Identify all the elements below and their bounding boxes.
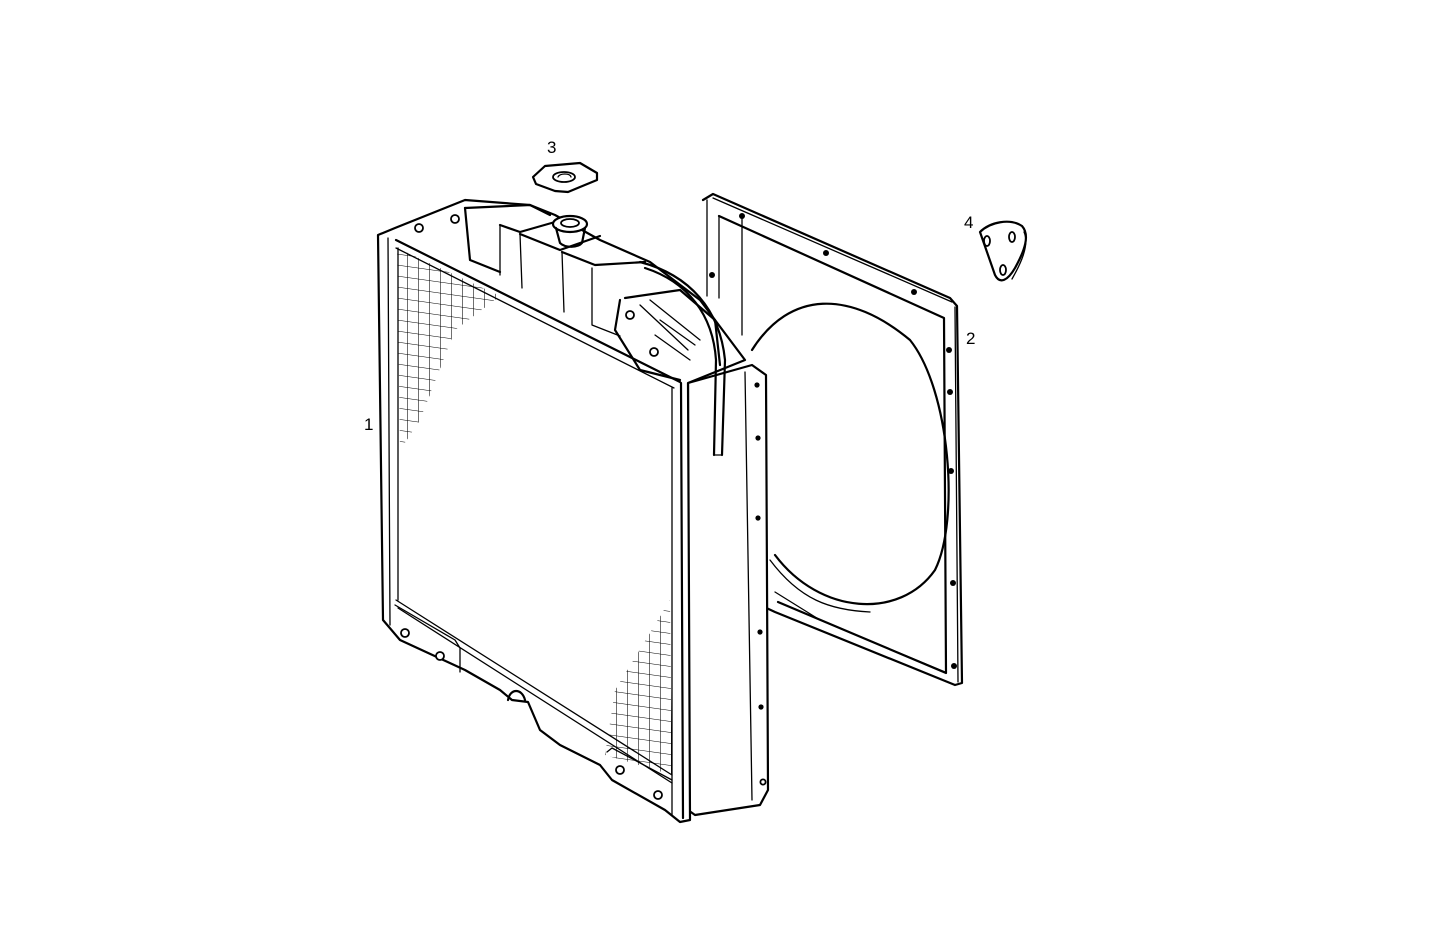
callout-4: 4 — [964, 213, 974, 232]
radiator-cap — [531, 161, 599, 194]
fan-shroud — [701, 192, 964, 687]
callout-2: 2 — [966, 329, 976, 348]
callout-1: 1 — [364, 415, 374, 434]
mounting-plate — [978, 220, 1028, 282]
radiator — [376, 198, 770, 824]
callout-3: 3 — [547, 138, 557, 157]
